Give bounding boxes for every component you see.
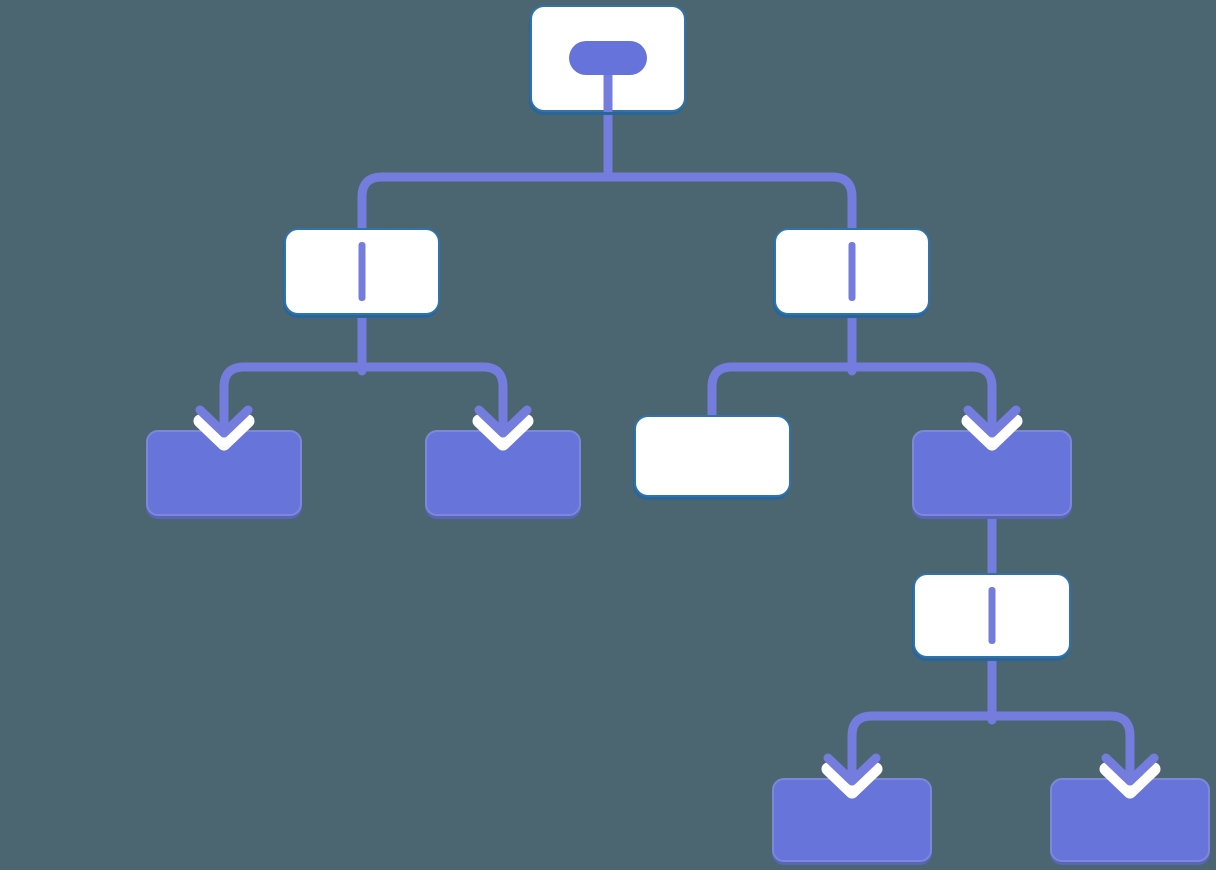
edge-right-branch: [707, 362, 997, 429]
edge-left-branch: [219, 362, 508, 429]
action-node-1[interactable]: [146, 405, 302, 516]
root-node[interactable]: [530, 5, 686, 112]
chevron-double-down-icon: [821, 753, 883, 799]
pill-icon: [569, 41, 647, 75]
junction-right[interactable]: [774, 228, 930, 315]
chevron-double-down-icon: [961, 405, 1023, 451]
pass-through-line: [848, 242, 856, 301]
action-node-5[interactable]: [1050, 753, 1210, 862]
edge-bottom-branch: [847, 711, 1135, 777]
chevron-double-down-icon: [193, 405, 255, 451]
action-node-4[interactable]: [772, 753, 932, 862]
junction-bottom[interactable]: [913, 573, 1071, 658]
chevron-double-down-icon: [1099, 753, 1161, 799]
start-stem: [603, 69, 613, 112]
action-node-3[interactable]: [912, 405, 1072, 516]
edge-level1-branch: [357, 172, 857, 239]
pass-through-line: [988, 587, 996, 644]
placeholder-node[interactable]: [634, 415, 791, 497]
chevron-double-down-icon: [472, 405, 534, 451]
junction-left[interactable]: [284, 228, 440, 315]
action-node-2[interactable]: [425, 405, 581, 516]
pass-through-line: [358, 242, 366, 301]
